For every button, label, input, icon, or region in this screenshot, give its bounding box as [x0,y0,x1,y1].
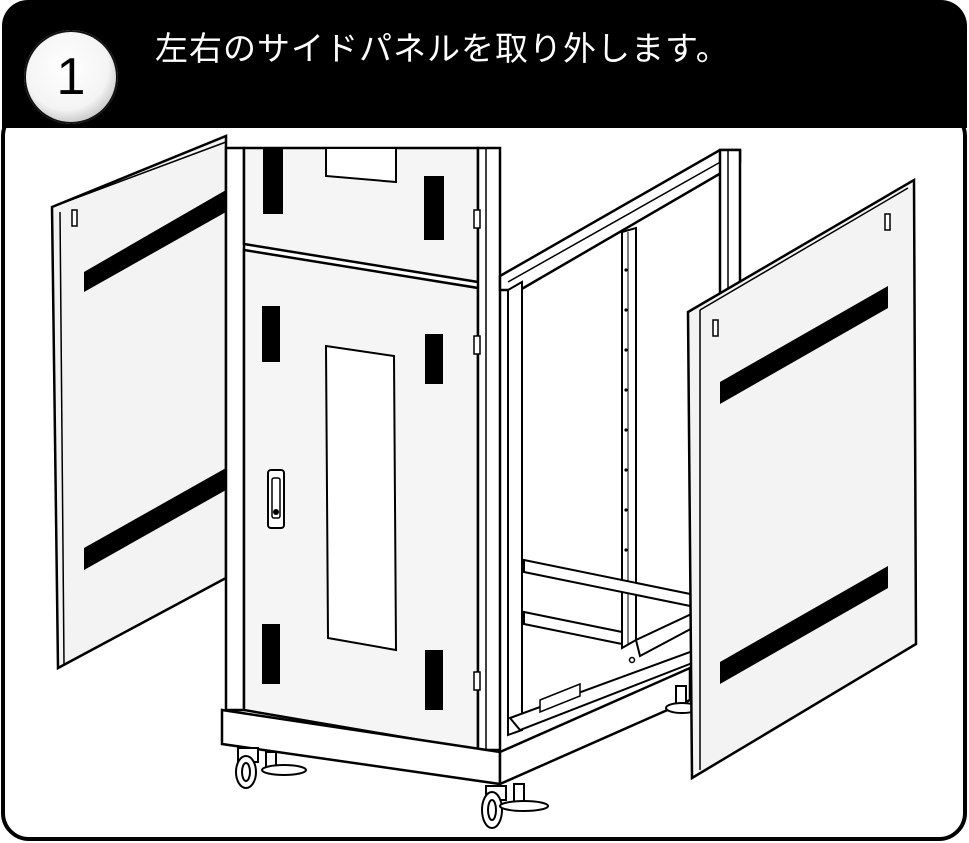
right-panel-vent-bottom [720,566,888,684]
step-number: 1 [56,48,86,106]
right-panel-vent-top [720,286,888,404]
right-side-panel [686,177,918,781]
right-panel-handle-slot-top [884,213,891,231]
caster-front-left [235,747,259,789]
step-header [2,0,967,128]
left-panel-vent-top [84,190,226,292]
left-side-panel [50,134,228,671]
leveling-foot-front-left [261,751,307,776]
caster-front-right [481,785,507,829]
numbered-circle-icon: 1 [24,30,118,124]
left-panel-vent-bottom [84,468,226,570]
leveling-foot-front-right [499,783,549,812]
step-title: 左右のサイドパネルを取り外します。 [155,29,730,68]
door-window [324,344,398,652]
left-panel-handle-slot [71,209,78,227]
base-plinth-side [498,666,692,786]
cabinet-body [220,146,742,829]
right-panel-handle-slot-side [712,319,719,337]
